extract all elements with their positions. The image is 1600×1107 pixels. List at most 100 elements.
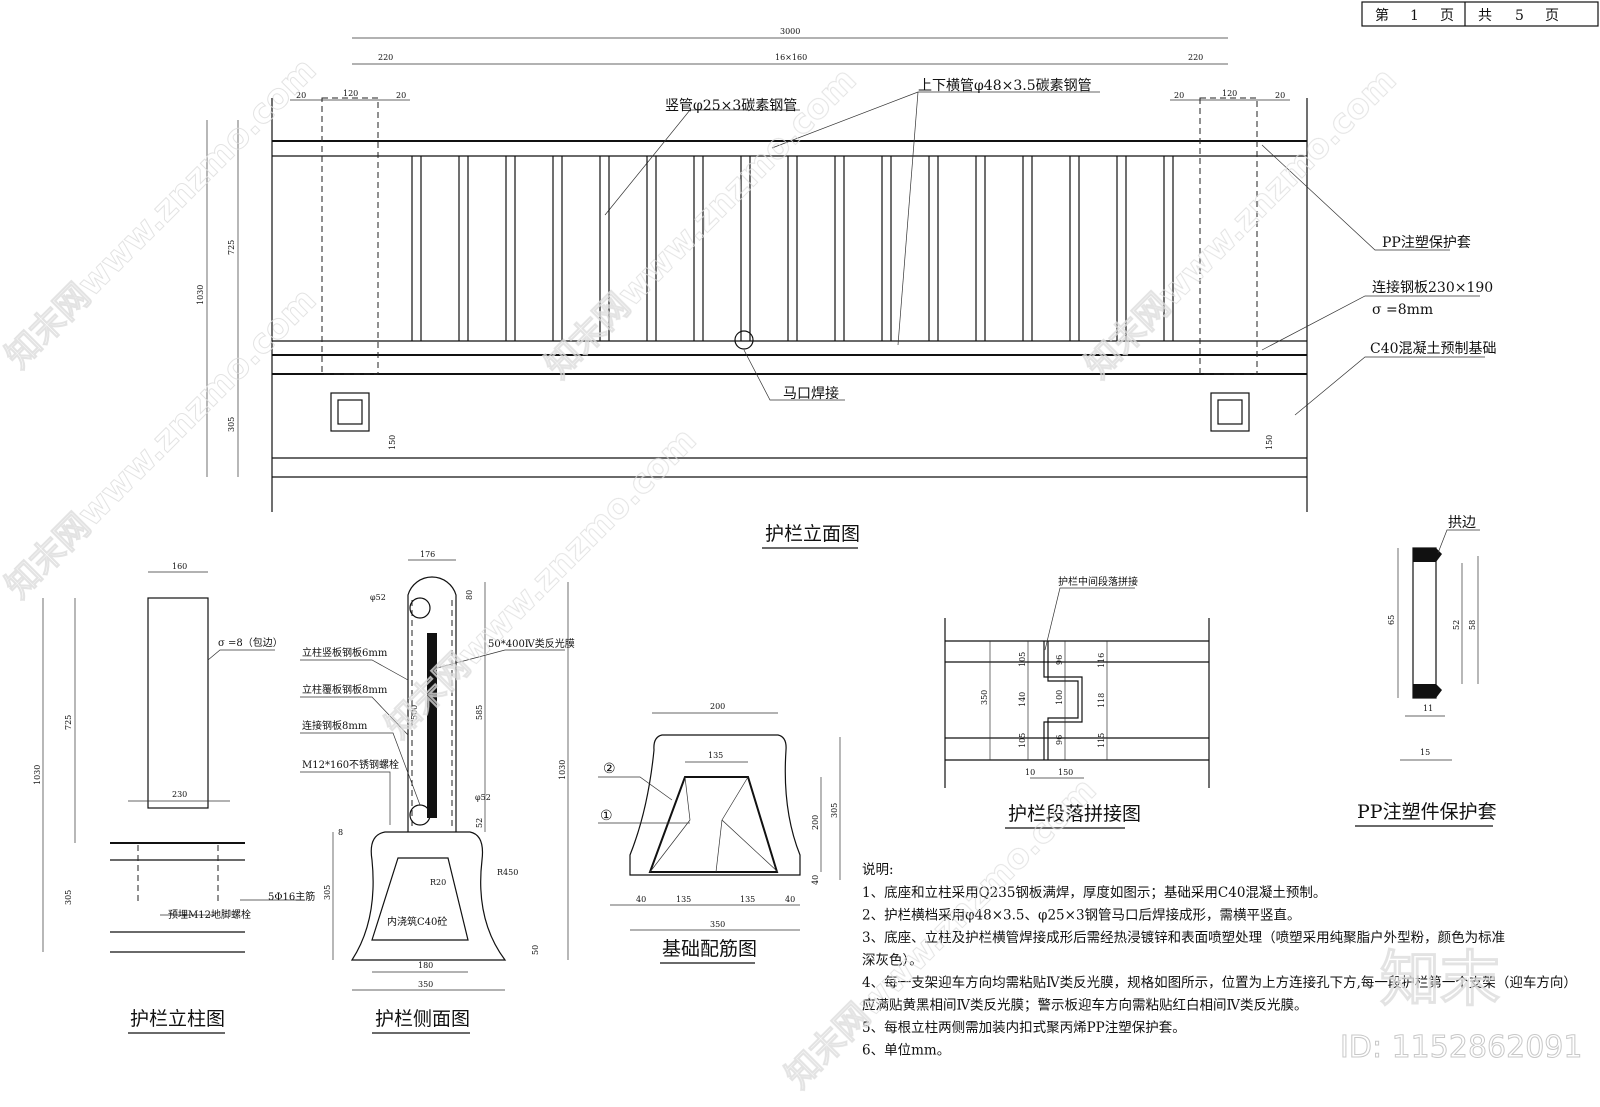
dim-rebar-b2: 135 xyxy=(676,895,691,904)
dim-rebar-height: 305 xyxy=(830,803,839,818)
dim-splice-l-top: 105 xyxy=(1018,652,1027,667)
dim-splice-gap: 10 xyxy=(1025,768,1035,777)
side-view-title: 护栏侧面图 xyxy=(375,1008,470,1030)
total-unit: 页 xyxy=(1545,8,1559,24)
label-connect-plate: 连接钢板8mm xyxy=(302,719,368,732)
note-item: 5、每根立柱两侧需加装内扣式聚丙烯PP注塑保护套。 xyxy=(862,1020,1186,1036)
dim-rebar-b1: 40 xyxy=(636,895,646,904)
dim-plate: 8 xyxy=(338,828,343,837)
dim-side-bottom: 52 xyxy=(475,818,484,828)
dim-height: 1030 xyxy=(196,285,205,305)
label-film: 50*400Ⅳ类反光膜 xyxy=(488,637,575,650)
watermark-text: 知末网www.znzmo.com xyxy=(378,420,704,746)
dim-pp-width: 15 xyxy=(1420,748,1430,757)
dim-total: 3000 xyxy=(780,27,800,36)
dim-rebar-cover: 40 xyxy=(811,875,820,885)
total-label: 共 xyxy=(1478,8,1492,24)
notes-heading: 说明: xyxy=(862,862,894,878)
post-view-title: 护栏立柱图 xyxy=(130,1008,225,1030)
label-vertical-plate: 立柱竖板钢板6mm xyxy=(302,646,388,659)
dim-side-top: 80 xyxy=(465,590,474,600)
page-number: 1 xyxy=(1410,8,1419,24)
label-plate: 连接钢板230×190 xyxy=(1372,279,1493,296)
dim-gap-left: 20 xyxy=(296,91,306,100)
note-item: 6、单位mm。 xyxy=(862,1043,950,1059)
label-arch-edge: 拱边 xyxy=(1448,515,1476,531)
note-item: 3、底座、立柱及护栏横管焊接成形后需经热浸镀锌和表面喷塑处理（喷塑采用纯聚脂户外… xyxy=(862,929,1505,946)
dim-splice-width: 150 xyxy=(1058,768,1073,777)
page-label: 第 xyxy=(1375,7,1389,24)
label-concrete: 内浇筑C40砼 xyxy=(387,915,447,928)
dim-radius-1: R20 xyxy=(430,878,446,887)
note-item: 应满贴黄黑相间Ⅳ类反光膜；警示板迎车方向需粘贴红白相间Ⅳ类反光膜。 xyxy=(862,997,1307,1014)
rebar-mark-2: ② xyxy=(603,761,616,777)
dim-gap-right: 20 xyxy=(1174,91,1184,100)
dim-splice-r-top: 116 xyxy=(1097,653,1106,668)
dim-splice-c-bot: 96 xyxy=(1055,735,1064,745)
elevation-view: 3000 220 16×160 220 20 120 20 20 120 20 xyxy=(196,27,1497,549)
dim-base-width: 350 xyxy=(418,980,433,989)
dim-side-height: 1030 xyxy=(558,760,567,780)
dim-splice-l-bot: 105 xyxy=(1018,733,1027,748)
dim-rebar-total: 350 xyxy=(710,920,725,929)
dim-inner-width: 180 xyxy=(418,961,433,970)
dim-splice-r-mid: 118 xyxy=(1097,693,1106,708)
dim-hole-top: φ52 xyxy=(370,593,386,602)
post-view: 160 230 1030 725 305 σ =8（包边） 预埋M12地脚螺栓 … xyxy=(33,562,315,1034)
dim-post-left: 120 xyxy=(343,89,358,98)
dim-splice-total: 350 xyxy=(980,690,989,705)
side-view: 176 φ52 φ52 80 500 585 52 1030 305 8 50 … xyxy=(300,550,575,1034)
dim-rebar-inner-top: 135 xyxy=(708,751,723,760)
note-item: 4、每一支架迎车方向均需粘贴Ⅳ类反光膜，规格如图所示，位置为上方连接孔下方,每一… xyxy=(862,974,1577,991)
dim-middle: 16×160 xyxy=(775,53,807,62)
label-plate-thickness: σ =8mm xyxy=(1372,302,1433,318)
label-vertical-pipe: 竖管φ25×3碳素钢管 xyxy=(665,98,797,114)
watermark-text: 知末网www.znzmo.com xyxy=(1078,60,1404,386)
dim-splice-c-mid: 100 xyxy=(1055,690,1064,705)
dim-rebar-b4: 40 xyxy=(785,895,795,904)
label-pp-cover: PP注塑保护套 xyxy=(1382,235,1471,251)
label-bolt: M12*160不锈钢螺栓 xyxy=(302,758,399,771)
page-header: 第 1 页 共 5 页 xyxy=(1361,1,1599,27)
elevation-title: 护栏立面图 xyxy=(765,523,860,545)
dim-base-right: 150 xyxy=(1265,435,1274,450)
dim-pp-mid: 58 xyxy=(1468,620,1477,630)
pp-view: 拱边 65 52 58 11 15 PP注塑件保护套 xyxy=(1355,515,1497,827)
dim-splice-c-top: 96 xyxy=(1055,655,1064,665)
dim-rebar-inner-height: 200 xyxy=(811,815,820,830)
dim-post-width: 160 xyxy=(172,562,187,571)
dim-lower: 305 xyxy=(227,417,236,432)
label-splice: 护栏中间段落拼接 xyxy=(1058,575,1138,588)
dim-left-end: 220 xyxy=(378,53,393,62)
rebar-view: 200 135 305 200 40 40 135 135 40 350 ② ①… xyxy=(598,702,841,964)
notes: 说明: 1、底座和立柱采用Q235钢板满焊，厚度如图示；基础采用C40混凝土预制… xyxy=(862,862,1577,1059)
dim-rebar-top: 200 xyxy=(710,702,725,711)
dim-splice-r-bot: 115 xyxy=(1097,733,1106,748)
dim-post-right: 120 xyxy=(1222,89,1237,98)
dim-foot: 50 xyxy=(531,945,540,955)
watermark-id: ID: 1152862091 xyxy=(1340,1030,1582,1065)
label-foundation: C40混凝土预制基础 xyxy=(1370,340,1497,357)
dim-hole-bottom: φ52 xyxy=(475,793,491,802)
total-number: 5 xyxy=(1515,8,1524,24)
dim-post-lower: 305 xyxy=(64,890,73,905)
label-post-thickness: σ =8（包边） xyxy=(218,636,283,649)
dim-rebar-b3: 135 xyxy=(740,895,755,904)
dim-right-end: 220 xyxy=(1188,53,1203,62)
dim-film: 500 xyxy=(410,705,419,720)
watermark-logo: 知末 xyxy=(1380,945,1500,1015)
dim-pp-outer: 65 xyxy=(1387,615,1396,625)
note-item: 2、护栏横档采用φ48×3.5、φ25×3钢管马口后焊接成形，需横平竖直。 xyxy=(862,907,1301,924)
dim-upper: 725 xyxy=(227,240,236,255)
label-rail-pipe: 上下横管φ48×3.5碳素钢管 xyxy=(918,78,1092,94)
reflective-film xyxy=(427,633,437,818)
dim-post-upper: 725 xyxy=(64,715,73,730)
label-cover-plate: 立柱覆板钢板8mm xyxy=(302,683,388,696)
dim-gap-right2: 20 xyxy=(1275,91,1285,100)
dim-gap-left2: 20 xyxy=(396,91,406,100)
dim-pp-lip: 11 xyxy=(1423,704,1433,713)
splice-view: 护栏中间段落拼接 350 105 140 105 96 100 96 116 1… xyxy=(944,575,1210,829)
note-item: 深灰色）。 xyxy=(862,952,923,969)
dim-post-height: 1030 xyxy=(33,765,42,785)
